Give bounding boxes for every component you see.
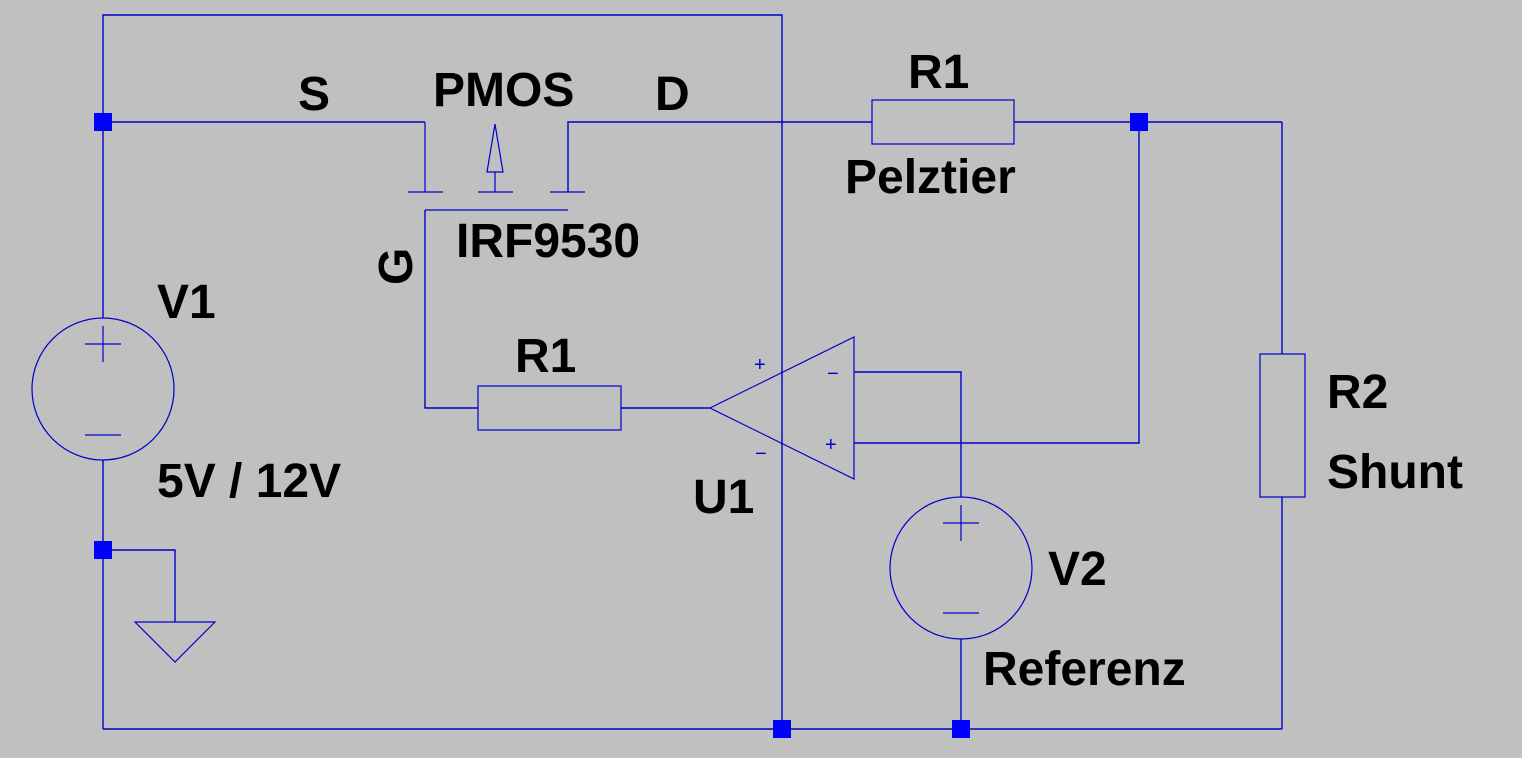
junction-dot — [94, 541, 112, 559]
mosfet-model-label: IRF9530 — [456, 215, 640, 268]
reference-source-name: V2 — [1048, 543, 1107, 596]
reference-source-value: Referenz — [983, 643, 1186, 696]
opamp-inverting-sign: − — [827, 363, 839, 385]
wire-ground-tap — [103, 549, 176, 622]
wire-ref-to-inverting — [854, 371, 962, 497]
wires — [102, 14, 1283, 730]
wire-sense-feedback — [854, 122, 1140, 444]
gate-resistor-name: R1 — [515, 330, 576, 383]
wire-gate — [424, 210, 478, 409]
mosfet-gate-label: G — [370, 248, 423, 285]
junction-dot — [94, 113, 112, 131]
junction-dot — [1130, 113, 1148, 131]
opamp-symbol: − + + − — [708, 336, 855, 480]
supply-source-name: V1 — [157, 276, 216, 329]
mosfet-drain-label: D — [655, 68, 690, 121]
junctions — [94, 113, 1148, 738]
gate-resistor — [477, 385, 622, 431]
shunt-resistor-name: R2 — [1327, 366, 1388, 419]
wire-drain-to-load — [567, 121, 872, 192]
supply-source-symbol — [31, 317, 175, 461]
supply-source-value: 5V / 12V — [157, 455, 341, 508]
reference-source-symbol — [889, 496, 1033, 640]
shunt-resistor-value: Shunt — [1327, 446, 1463, 499]
opamp-supply-plus-sign: + — [754, 354, 766, 376]
mosfet-type-label: PMOS — [433, 64, 574, 117]
ground-icon — [133, 621, 217, 663]
opamp-name: U1 — [693, 471, 754, 524]
load-resistor-name: R1 — [908, 46, 969, 99]
mosfet-source-label: S — [298, 68, 330, 121]
pmos-symbol — [408, 122, 585, 211]
opamp-noninverting-sign: + — [825, 434, 837, 456]
load-resistor — [871, 99, 1015, 145]
junction-dot — [773, 720, 791, 738]
load-resistor-value: Pelztier — [845, 151, 1016, 204]
shunt-resistor — [1259, 353, 1306, 498]
junction-dot — [952, 720, 970, 738]
opamp-supply-minus-sign: − — [755, 443, 767, 465]
